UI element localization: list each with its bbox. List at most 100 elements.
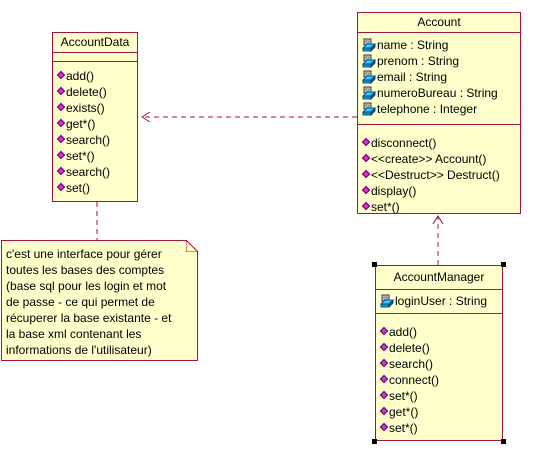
operation-label: display() — [371, 184, 417, 198]
operation-row[interactable]: disconnect() — [362, 135, 520, 151]
operation-label: set*() — [389, 389, 418, 403]
operation-row[interactable]: get*() — [57, 116, 137, 132]
operation-label: set*() — [66, 149, 95, 163]
protected-attribute-icon — [362, 102, 376, 116]
operation-row[interactable]: search() — [57, 132, 137, 148]
class-accountmanager[interactable]: AccountManager loginUser : String add() d… — [375, 265, 503, 441]
operation-label: delete() — [389, 341, 430, 355]
operation-row[interactable]: get*() — [380, 404, 502, 420]
selection-handle[interactable] — [501, 262, 506, 267]
operation-row[interactable]: display() — [362, 183, 520, 199]
attribute-row[interactable]: numeroBureau : String — [362, 85, 520, 101]
operation-label: search() — [389, 357, 434, 371]
protected-attribute-icon — [362, 54, 376, 68]
attribute-row[interactable]: loginUser : String — [380, 293, 502, 309]
attribute-label: prenom : String — [377, 54, 460, 68]
public-operation-icon — [380, 357, 388, 371]
operation-label: get*() — [66, 117, 96, 131]
class-name: AccountData — [53, 33, 137, 53]
attribute-label: loginUser : String — [395, 294, 488, 308]
public-operation-icon — [380, 325, 388, 339]
class-accountdata[interactable]: AccountData add()delete() exists() get*() s… — [52, 32, 138, 202]
operation-label: exists() — [66, 101, 105, 115]
operation-row[interactable]: exists() — [57, 100, 137, 116]
attributes-section: loginUser : String — [376, 290, 502, 314]
operation-row[interactable]: set*() — [380, 420, 502, 436]
attribute-label: numeroBureau : String — [377, 86, 498, 100]
public-operation-icon — [362, 152, 370, 166]
operation-row[interactable]: set*() — [380, 388, 502, 404]
public-operation-icon — [380, 421, 388, 435]
operation-label: search() — [66, 165, 111, 179]
dependency-account-to-accountdata — [141, 111, 357, 123]
selection-handle[interactable] — [501, 439, 506, 444]
operation-row[interactable]: <<Destruct>> Destruct() — [362, 167, 520, 183]
operations-section: add()delete() exists() get*() search() set*(… — [53, 62, 137, 199]
public-operation-icon — [57, 101, 65, 115]
operation-label: set*() — [389, 421, 418, 435]
attribute-row[interactable]: email : String — [362, 69, 520, 85]
operation-row[interactable]: <<create>> Account() — [362, 151, 520, 167]
public-operation-icon — [57, 165, 65, 179]
selection-handle[interactable] — [372, 262, 377, 267]
operation-label: disconnect() — [371, 136, 437, 150]
operation-label: connect() — [389, 373, 440, 387]
public-operation-icon — [362, 136, 370, 150]
class-name: Account — [358, 13, 520, 33]
public-operation-icon — [380, 389, 388, 403]
public-operation-icon — [57, 117, 65, 131]
note-text: c'est une interface pour gérer toutes les… — [2, 241, 197, 358]
operation-row[interactable]: add() — [57, 68, 137, 84]
public-operation-icon — [362, 184, 370, 198]
operation-label: get*() — [389, 405, 419, 419]
operation-row[interactable]: set*() — [362, 199, 520, 215]
attribute-label: name : String — [377, 38, 449, 52]
comment-note[interactable]: c'est une interface pour gérer toutes les… — [1, 240, 198, 361]
note-line: récuperer la base existante - et — [6, 311, 172, 325]
operation-row[interactable]: delete() — [380, 340, 502, 356]
note-line: toutes les bases des comptes — [6, 263, 165, 277]
public-operation-icon — [362, 200, 370, 214]
operation-label: <<create>> Account() — [371, 152, 487, 166]
public-operation-icon — [380, 373, 388, 387]
dependency-accountmanager-to-account — [432, 215, 444, 265]
protected-attribute-icon — [362, 86, 376, 100]
operation-row[interactable]: set*() — [57, 148, 137, 164]
public-operation-icon — [57, 149, 65, 163]
operation-label: set() — [66, 181, 90, 195]
operation-label: add() — [389, 325, 418, 339]
attributes-section — [53, 53, 137, 62]
note-line: la base xml contenant les — [6, 327, 142, 341]
operation-row[interactable]: add() — [380, 324, 502, 340]
attribute-row[interactable]: name : String — [362, 37, 520, 53]
operation-row[interactable]: search() — [380, 356, 502, 372]
operation-label: <<Destruct>> Destruct() — [371, 168, 500, 182]
operation-label: search() — [66, 133, 111, 147]
note-line: (base sql pour les login et mot — [6, 279, 167, 293]
operation-row[interactable]: connect() — [380, 372, 502, 388]
public-operation-icon — [362, 168, 370, 182]
operations-section: add() delete() search() connect() set*() get*… — [376, 314, 502, 439]
operation-row[interactable]: delete() — [57, 84, 137, 100]
class-name: AccountManager — [376, 266, 502, 290]
protected-attribute-icon — [362, 38, 376, 52]
operation-row[interactable]: set() — [57, 180, 137, 196]
class-account[interactable]: Account name : String prenom : String emai… — [357, 12, 521, 214]
public-operation-icon — [57, 181, 65, 195]
attribute-row[interactable]: prenom : String — [362, 53, 520, 69]
operation-label: delete() — [66, 85, 107, 99]
public-operation-icon — [57, 85, 65, 99]
attribute-label: email : String — [377, 70, 448, 84]
attributes-section: name : String prenom : String email : Stri… — [358, 33, 520, 125]
operation-row[interactable]: search() — [57, 164, 137, 180]
attribute-row[interactable]: telephone : Integer — [362, 101, 520, 117]
selection-handle[interactable] — [372, 439, 377, 444]
public-operation-icon — [380, 405, 388, 419]
note-line: c'est une interface pour gérer — [6, 247, 162, 261]
operation-label: set*() — [371, 200, 400, 214]
note-line: informations de l'utilisateur) — [6, 343, 152, 357]
protected-attribute-icon — [362, 70, 376, 84]
public-operation-icon — [380, 341, 388, 355]
public-operation-icon — [57, 69, 65, 83]
